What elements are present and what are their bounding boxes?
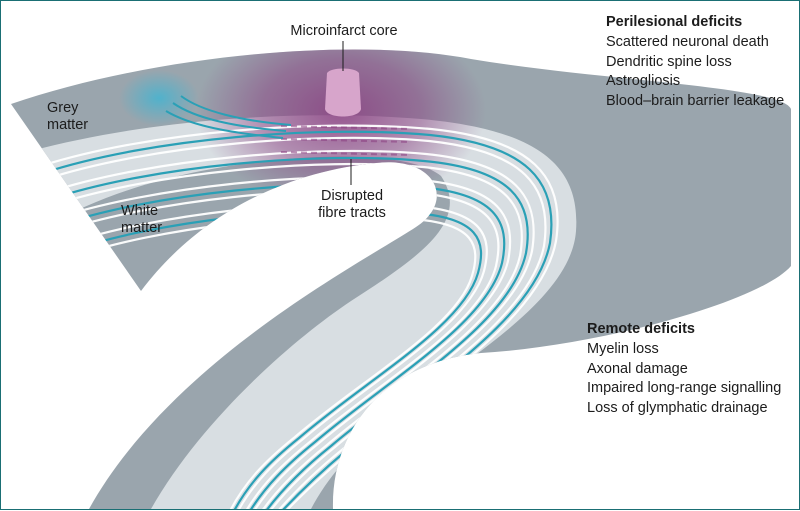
microinfarct-core-text: Microinfarct core: [290, 23, 398, 39]
grey-matter-line-2: matter: [47, 117, 89, 133]
disrupted-line-1: Disrupted: [320, 188, 384, 204]
list-item: Myelin loss: [587, 341, 659, 357]
white-matter-line-1: White: [121, 203, 159, 219]
list-item: Impaired long-range signalling: [587, 380, 782, 396]
microinfarct-core-label: Microinfarct core: [284, 23, 404, 40]
disrupted-line-2: fibre tracts: [318, 205, 386, 221]
grey-matter-fibres-lower: [412, 372, 460, 430]
remote-deficits-block: Remote deficits Myelin loss Axonal damag…: [587, 321, 797, 418]
glymphatic-glow-lower: [393, 393, 465, 445]
list-item: Axonal damage: [587, 360, 688, 377]
perilesional-heading: Perilesional deficits: [606, 14, 743, 30]
disrupted-segments: [280, 125, 412, 156]
glymphatic-glow-upper: [119, 70, 199, 126]
white-matter-label: White matter: [121, 203, 162, 237]
grey-matter-label: Grey matter: [47, 100, 88, 134]
list-item: Astrogliosis: [606, 73, 681, 89]
list-item: Blood–brain barrier leakage: [606, 92, 785, 109]
disrupted-fibre-tracts-label: Disrupted fibre tracts: [297, 188, 407, 222]
microinfarct-core-shape: [325, 68, 361, 117]
perilesional-deficits-block: Perilesional deficits Scattered neuronal…: [606, 14, 796, 111]
list-item: Loss of glymphatic drainage: [587, 399, 768, 416]
grey-matter-line-1: Grey: [47, 100, 79, 116]
list-item: Scattered neuronal death: [606, 34, 769, 50]
white-matter-line-2: matter: [121, 220, 163, 236]
perilesional-list: Scattered neuronal death Dendritic spine…: [606, 33, 796, 111]
remote-heading: Remote deficits: [587, 321, 695, 337]
list-item: Dendritic spine loss: [606, 53, 732, 70]
remote-list: Myelin loss Axonal damage Impaired long-…: [587, 340, 797, 418]
grey-matter-fibres-upper: [165, 95, 292, 139]
